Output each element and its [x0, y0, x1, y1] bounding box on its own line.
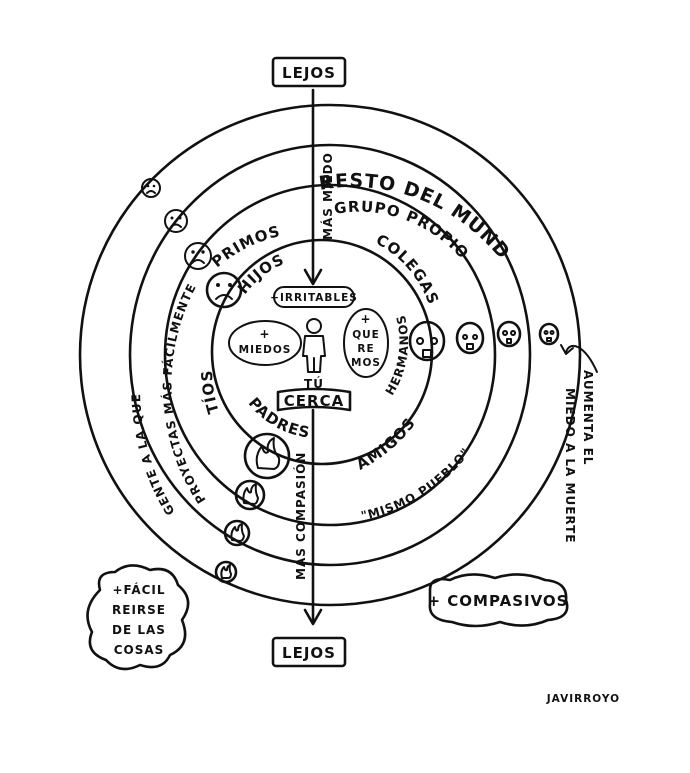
more-fears-bubble [228, 320, 302, 366]
more-irritable-label: +IRRITABLES [270, 292, 358, 304]
flame-icon [223, 519, 251, 547]
flame-icon [214, 560, 238, 584]
sad-face-icon [184, 242, 212, 270]
skull-icon [538, 322, 560, 346]
sad-face-icon [141, 178, 161, 198]
arrow-down-icon [303, 608, 323, 626]
far-bottom-box [271, 636, 347, 668]
easier-laugh-cloud [86, 564, 190, 671]
ring-own-group [128, 143, 532, 567]
easier-laugh-3: DE LAS [112, 623, 166, 637]
more-irritable-badge [273, 286, 355, 308]
far-bottom-label: LEJOS [282, 644, 336, 662]
skull-icon [496, 320, 522, 348]
person-icon [302, 318, 326, 373]
more-compassionate-cloud [428, 573, 569, 628]
arrow-down-icon [303, 268, 323, 286]
near-banner [276, 387, 352, 412]
sad-face-icon [164, 209, 188, 233]
signature: JAVIRROYO [546, 693, 620, 705]
sad-face-icon [205, 271, 243, 309]
more-loved-plus: + [360, 312, 371, 326]
ring-rest-of-world [78, 103, 582, 607]
flame-icon [243, 432, 291, 480]
far-top-label: LEJOS [282, 64, 336, 82]
death-fear-label-1: AUMENTA EL [581, 370, 595, 465]
curved-arrow-icon [565, 344, 598, 373]
arrow-head-icon [560, 344, 574, 355]
more-fears-plus: + [259, 327, 270, 341]
friends-label: AMIGOS [353, 414, 419, 474]
easier-laugh-2: REIRSE [112, 603, 166, 617]
more-loved-3: MOS [351, 357, 381, 369]
more-compassion-label: MÁS COMPASIÓN [293, 452, 308, 580]
skull-icon [455, 321, 485, 355]
center-near-label: CERCA [284, 392, 344, 410]
colleagues-label: COLEGAS [373, 231, 442, 308]
more-loved-2: RE [357, 343, 374, 355]
more-loved-1: QUE [352, 329, 380, 341]
more-compassionate-label: + COMPASIVOS [428, 592, 569, 610]
more-loved-bubble [343, 308, 389, 378]
easier-laugh-1: +FÁCIL [112, 582, 165, 597]
far-top-box [271, 56, 347, 88]
skull-icon [408, 320, 446, 362]
center-you-label: TÚ [304, 376, 324, 391]
flame-icon [234, 479, 266, 511]
more-fears-label: MIEDOS [239, 344, 292, 356]
easier-laugh-4: COSAS [114, 643, 165, 657]
death-fear-label-2: MIEDO A LA MUERTE [563, 388, 577, 544]
more-fear-label: MÁS MIEDO [320, 152, 335, 240]
ring-extended-family [163, 183, 497, 527]
